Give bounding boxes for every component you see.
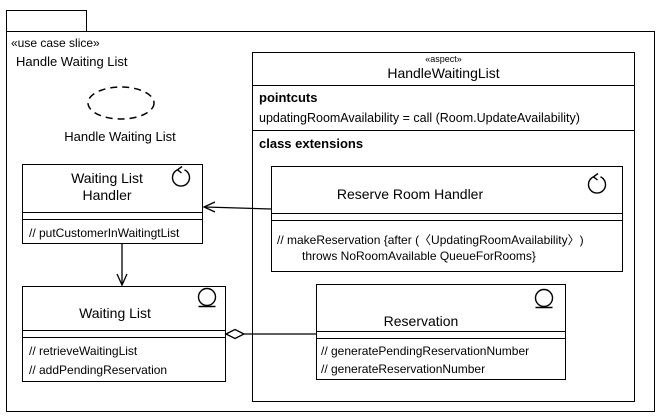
package-name: Handle Waiting List xyxy=(16,54,128,69)
aggregation-connector xyxy=(224,328,316,340)
package-stereotype: «use case slice» xyxy=(11,36,100,50)
class-extensions-header: class extensions xyxy=(259,136,364,151)
aspect-divider-1 xyxy=(252,85,635,86)
reserve-room-handler-class xyxy=(271,166,623,272)
reservation-divider-1 xyxy=(316,331,566,332)
waiting-list-handler-name-line1: Waiting List xyxy=(71,170,143,186)
use-case-label: Handle Waiting List xyxy=(64,129,176,144)
control-icon xyxy=(587,172,607,194)
pointcut-definition: updatingRoomAvailability = call (Room.Up… xyxy=(259,111,580,125)
waiting-list-handler-class xyxy=(22,164,203,244)
reservation-operation-1: // generatePendingReservationNumber xyxy=(321,344,530,358)
waiting-list-handler-name-line2: Handler xyxy=(82,187,132,203)
reserve-room-handler-divider-1 xyxy=(271,213,623,214)
aspect-name: HandleWaitingList xyxy=(387,65,500,81)
waiting-list-divider-2 xyxy=(22,337,226,338)
entity-icon xyxy=(534,288,554,309)
dependency-arrow xyxy=(202,201,272,213)
waiting-list-handler-divider-2 xyxy=(22,219,203,220)
waiting-list-handler-divider-1 xyxy=(22,212,203,213)
waiting-list-divider-1 xyxy=(22,330,226,331)
reserve-room-handler-operation-2: throws NoRoomAvailable QueueForRooms} xyxy=(302,249,536,263)
reserve-room-handler-divider-2 xyxy=(271,220,623,221)
reserve-room-handler-operation-1: // makeReservation {after (〈UpdatingRoom… xyxy=(277,233,584,247)
dependency-arrow xyxy=(116,244,128,287)
aspect-divider-2 xyxy=(252,130,635,131)
reserve-room-handler-name: Reserve Room Handler xyxy=(336,186,484,202)
entity-icon xyxy=(197,287,217,308)
package-frame xyxy=(6,31,655,412)
reservation-operation-2: // generateReservationNumber xyxy=(321,362,486,376)
use-case-ellipse xyxy=(87,86,155,120)
waiting-list-handler-operation: // putCustomerInWaitingtList xyxy=(29,226,180,240)
reservation-class xyxy=(316,284,566,380)
aspect-stereotype: «aspect» xyxy=(425,54,462,64)
waiting-list-name: Waiting List xyxy=(79,305,151,321)
pointcuts-header: pointcuts xyxy=(259,90,318,105)
reservation-name: Reservation xyxy=(383,313,459,329)
waiting-list-operation-1: // retrieveWaitingList xyxy=(29,344,138,358)
aspect-class xyxy=(252,52,635,402)
waiting-list-operation-2: // addPendingReservation xyxy=(29,363,168,377)
reservation-divider-2 xyxy=(316,338,566,339)
control-icon xyxy=(171,165,191,187)
